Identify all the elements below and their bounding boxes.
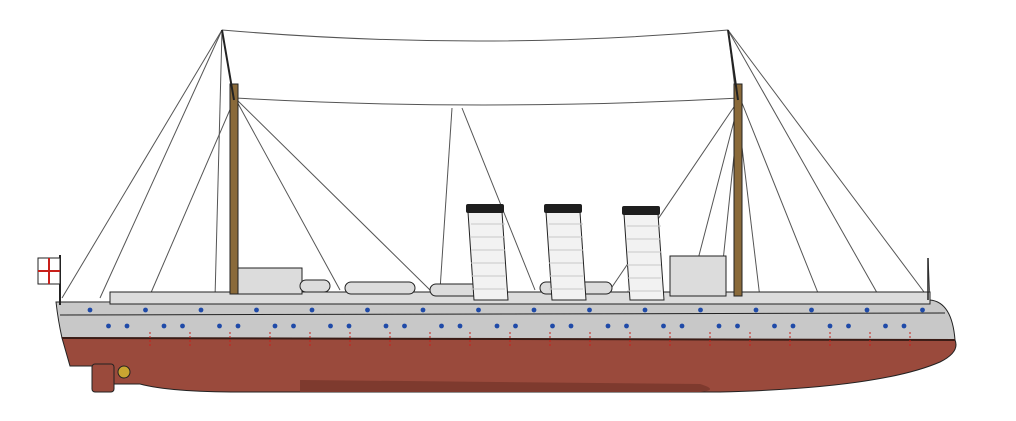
fore-shroud-4: [149, 97, 236, 296]
porthole: [457, 323, 463, 329]
fore-stay-2: [99, 29, 223, 299]
porthole: [550, 323, 555, 329]
porthole: [383, 323, 389, 329]
porthole: [920, 307, 925, 313]
porthole: [698, 307, 703, 313]
porthole: [494, 323, 500, 329]
porthole: [624, 323, 629, 329]
aft-shroud-1: [727, 29, 931, 301]
hull-underwater-section: [61, 337, 957, 393]
porthole: [198, 307, 204, 313]
fore-topmast: [221, 29, 235, 101]
mainmast: [733, 83, 743, 297]
fore-shroud-2: [234, 97, 431, 291]
hull-topside: [55, 299, 956, 341]
aft-shroud-6: [739, 97, 821, 299]
hull-underwater-shadow: [300, 380, 710, 392]
funnels: [466, 204, 665, 301]
porthole: [180, 323, 185, 329]
funnel: [622, 206, 665, 301]
aft-bridge-structure: [669, 255, 727, 297]
porthole: [661, 323, 666, 329]
porthole: [605, 323, 611, 329]
deck-line: [59, 312, 946, 316]
aerial-1: [439, 107, 453, 291]
main-stay-top: [221, 29, 729, 42]
porthole: [143, 307, 148, 313]
porthole: [864, 307, 870, 313]
porthole: [346, 323, 352, 329]
porthole: [106, 323, 111, 329]
funnel: [466, 204, 509, 301]
aft-shroud-7: [727, 29, 761, 299]
porthole: [217, 323, 222, 329]
porthole: [587, 307, 592, 313]
porthole: [809, 307, 814, 313]
aft-shroud-2: [727, 29, 881, 299]
bridge-structure: [231, 267, 303, 295]
main-stay-lower: [234, 97, 741, 106]
porthole: [272, 323, 278, 329]
aerial-2: [461, 107, 536, 291]
porthole: [439, 323, 444, 329]
portholes: [87, 307, 925, 329]
porthole: [753, 307, 759, 313]
waterline: [61, 337, 956, 341]
porthole: [291, 323, 296, 329]
porthole: [901, 323, 907, 329]
funnel: [544, 204, 587, 301]
porthole: [513, 323, 518, 329]
propeller-icon: [117, 365, 131, 379]
fore-shroud-1: [214, 29, 223, 299]
porthole: [402, 323, 407, 329]
porthole: [790, 323, 796, 329]
porthole: [568, 323, 574, 329]
porthole: [365, 307, 370, 313]
rudder: [91, 363, 115, 393]
porthole: [124, 323, 130, 329]
porthole: [679, 323, 685, 329]
porthole: [235, 323, 241, 329]
ship-boat: [299, 279, 331, 293]
porthole: [531, 307, 537, 313]
porthole: [716, 323, 722, 329]
main-topmast: [727, 29, 739, 101]
porthole: [642, 307, 648, 313]
porthole: [87, 307, 93, 313]
porthole: [735, 323, 740, 329]
porthole: [254, 307, 259, 313]
porthole: [161, 323, 167, 329]
porthole: [420, 307, 426, 313]
ship-boat: [344, 281, 416, 295]
porthole: [328, 323, 333, 329]
fore-shroud-3: [234, 97, 341, 291]
porthole: [846, 323, 851, 329]
foremast: [229, 83, 239, 295]
porthole: [883, 323, 888, 329]
fore-stay: [61, 29, 223, 299]
porthole: [827, 323, 833, 329]
porthole: [309, 307, 315, 313]
porthole: [772, 323, 777, 329]
porthole: [476, 307, 481, 313]
naval-ensign-flag: [37, 257, 61, 285]
